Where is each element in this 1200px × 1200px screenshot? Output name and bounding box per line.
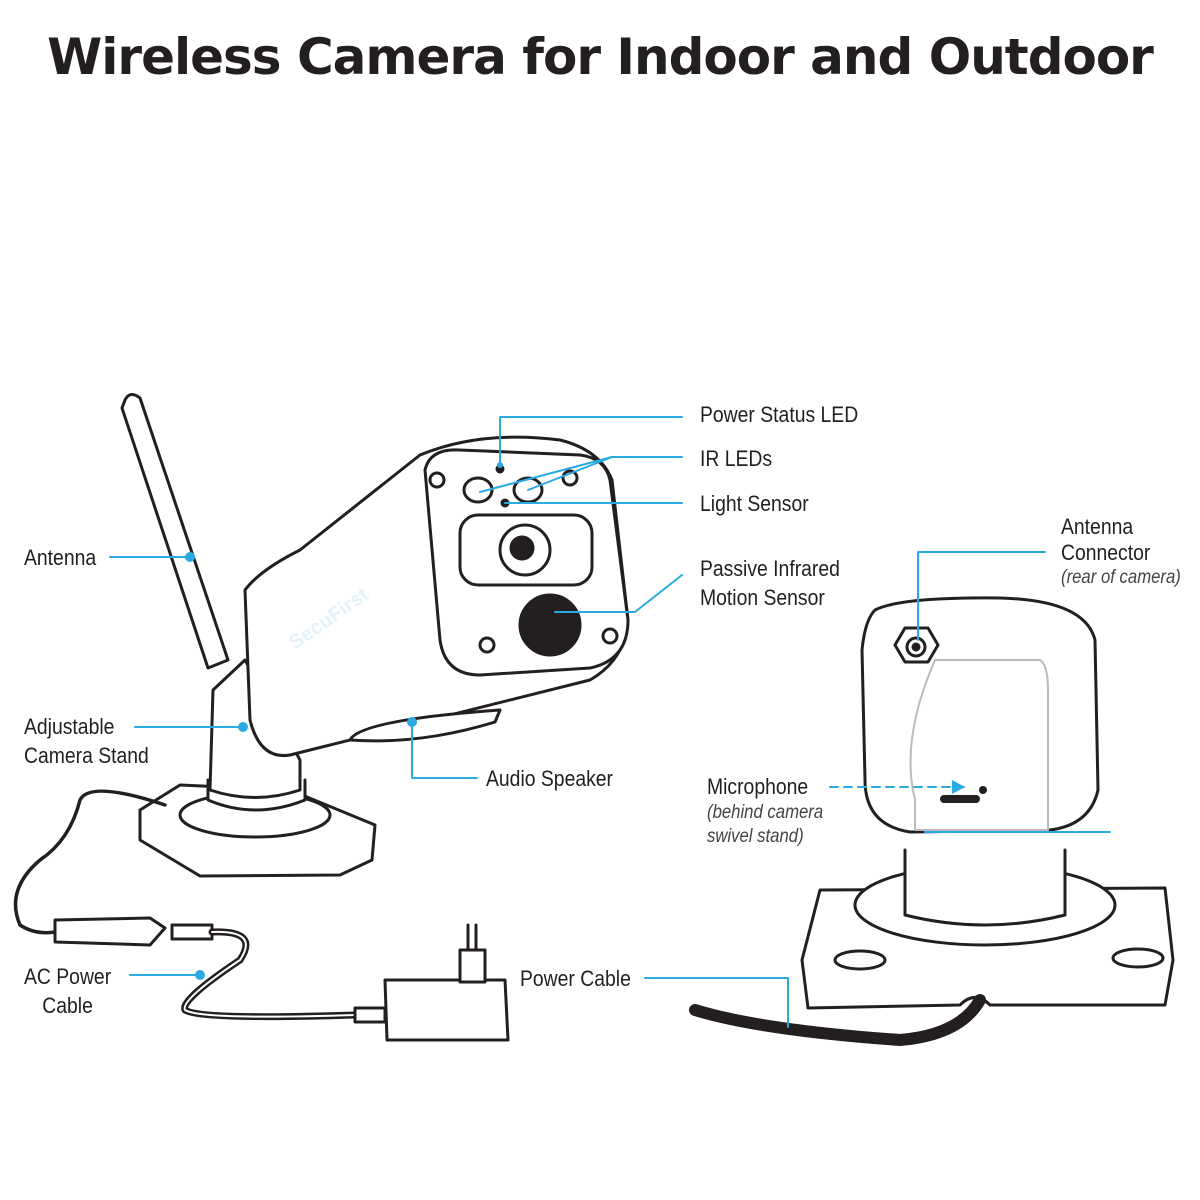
label-microphone-note-line2: swivel stand) (707, 826, 804, 847)
label-pir-line2: Motion Sensor (700, 585, 825, 610)
label-camera-stand: Adjustable Camera Stand (24, 712, 149, 770)
label-ac-power-line1: AC Power (24, 964, 112, 989)
label-antenna-connector: Antenna Connector (rear of camera) (1061, 514, 1181, 590)
label-stand-line1: Adjustable (24, 714, 115, 739)
leader-lines (109, 416, 1111, 1028)
label-power-status-led: Power Status LED (700, 402, 859, 427)
label-microphone: Microphone (behind camera swivel stand) (707, 772, 823, 849)
label-light-sensor: Light Sensor (700, 491, 809, 516)
label-power-cable: Power Cable (520, 966, 631, 991)
power-adapter (383, 978, 510, 1042)
label-antenna-connector-line1: Antenna (1061, 514, 1134, 539)
label-ac-power-cable: AC Power Cable (24, 962, 111, 1020)
label-pir-line1: Passive Infrared (700, 556, 840, 581)
front-camera-illustration: SecuFirst (120, 393, 630, 878)
antenna-drawing (120, 393, 230, 670)
label-ac-power-line2: Cable (42, 993, 93, 1018)
label-microphone-note-line1: (behind camera (707, 802, 824, 823)
page-title: Wireless Camera for Indoor and Outdoor (47, 28, 1154, 86)
ac-power-cable (13, 789, 167, 935)
rear-camera-illustration (689, 596, 1175, 1046)
label-pir-sensor: Passive Infrared Motion Sensor (700, 554, 840, 612)
label-stand-line2: Camera Stand (24, 743, 149, 768)
label-audio-speaker: Audio Speaker (486, 766, 614, 791)
label-antenna-connector-line2: Connector (1061, 540, 1151, 565)
label-antenna-connector-note: (rear of camera) (1061, 567, 1181, 588)
label-ir-leds: IR LEDs (700, 446, 773, 471)
label-antenna: Antenna (24, 545, 97, 570)
label-microphone-title: Microphone (707, 774, 809, 799)
